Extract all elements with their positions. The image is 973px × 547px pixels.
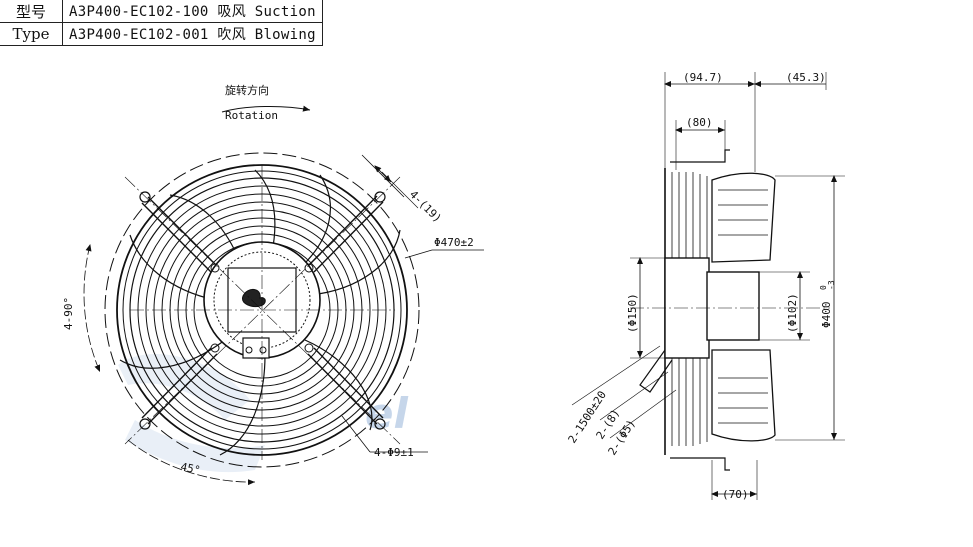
dim-94-7: (94.7) (683, 71, 723, 84)
mounting-struts (141, 195, 384, 425)
dim-holes: 4-Φ9±1 (374, 446, 414, 459)
row-value: A3P400-EC102-001 吹风 Blowing (62, 22, 323, 46)
mounting-hole (139, 191, 151, 203)
dim-80: (80) (686, 116, 713, 129)
hub-ring (213, 251, 311, 349)
front-view: el (83, 105, 484, 486)
mounting-hole (374, 191, 386, 203)
table-row: Type A3P400-EC102-001 吹风 Blowing (0, 22, 323, 46)
dim-400-tol-upper: 0 (819, 285, 828, 290)
rotation-en-label: Rotation (225, 109, 278, 122)
dim-slot: 4-(19) (407, 188, 444, 225)
outer-diameter-circle (104, 152, 420, 468)
dim-outer-diameter: Φ470±2 (434, 236, 474, 249)
hub-logo (242, 289, 266, 307)
dim-400-tol-lower: -3 (827, 280, 836, 290)
dim-45-3: (45.3) (786, 71, 826, 84)
rotation-cn-label: 旋转方向 (225, 83, 269, 97)
mounting-hole (139, 418, 151, 430)
row-label: 型号 (0, 0, 63, 23)
dim-angle-45: 45° (179, 460, 201, 477)
row-label: Type (0, 22, 63, 46)
dim-150: (Φ150) (626, 293, 639, 333)
dim-angle-90: 4-90° (62, 297, 75, 330)
side-view (571, 72, 845, 500)
dim-400: Φ400 (820, 302, 833, 329)
model-type-table: 型号 A3P400-EC102-100 吸风 Suction Type A3P4… (0, 0, 323, 46)
dim-70: (70) (722, 488, 749, 501)
dim-102: (Φ102) (786, 293, 799, 333)
mounting-hole (374, 418, 386, 430)
hub-screws (210, 263, 314, 353)
